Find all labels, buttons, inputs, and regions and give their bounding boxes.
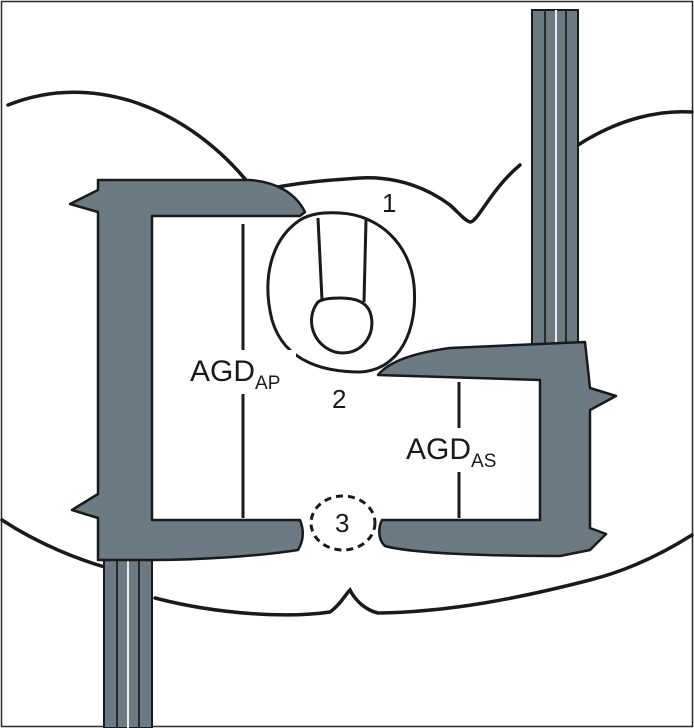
left-thigh-curve (6, 90, 252, 187)
shaft-right-line (362, 219, 368, 303)
agd-ap-label-bg (188, 350, 296, 394)
caliper-left-body (68, 178, 307, 562)
caliper-right-body (376, 340, 618, 558)
right-thigh-curve (576, 109, 694, 147)
point-2-label: 2 (332, 384, 346, 414)
agd-as-label: AGDAS (406, 433, 496, 472)
buttock-curve (153, 533, 694, 617)
scrotum-outline (266, 211, 417, 374)
point-1-label: 1 (382, 188, 396, 218)
body-outline (0, 90, 694, 617)
shaft-left-line (316, 217, 324, 301)
anus-marker (309, 494, 377, 552)
point-3-label: 3 (335, 508, 349, 538)
pubic-curve (260, 163, 522, 224)
caliper-rail-right (531, 9, 579, 351)
agd-as-label-bg (404, 428, 506, 472)
agd-ap-label: AGDAP (190, 355, 280, 394)
left-lower-curve (0, 518, 110, 570)
caliper-rail-left (103, 554, 153, 728)
genital-outline (266, 211, 417, 374)
glans-outline (310, 296, 374, 355)
